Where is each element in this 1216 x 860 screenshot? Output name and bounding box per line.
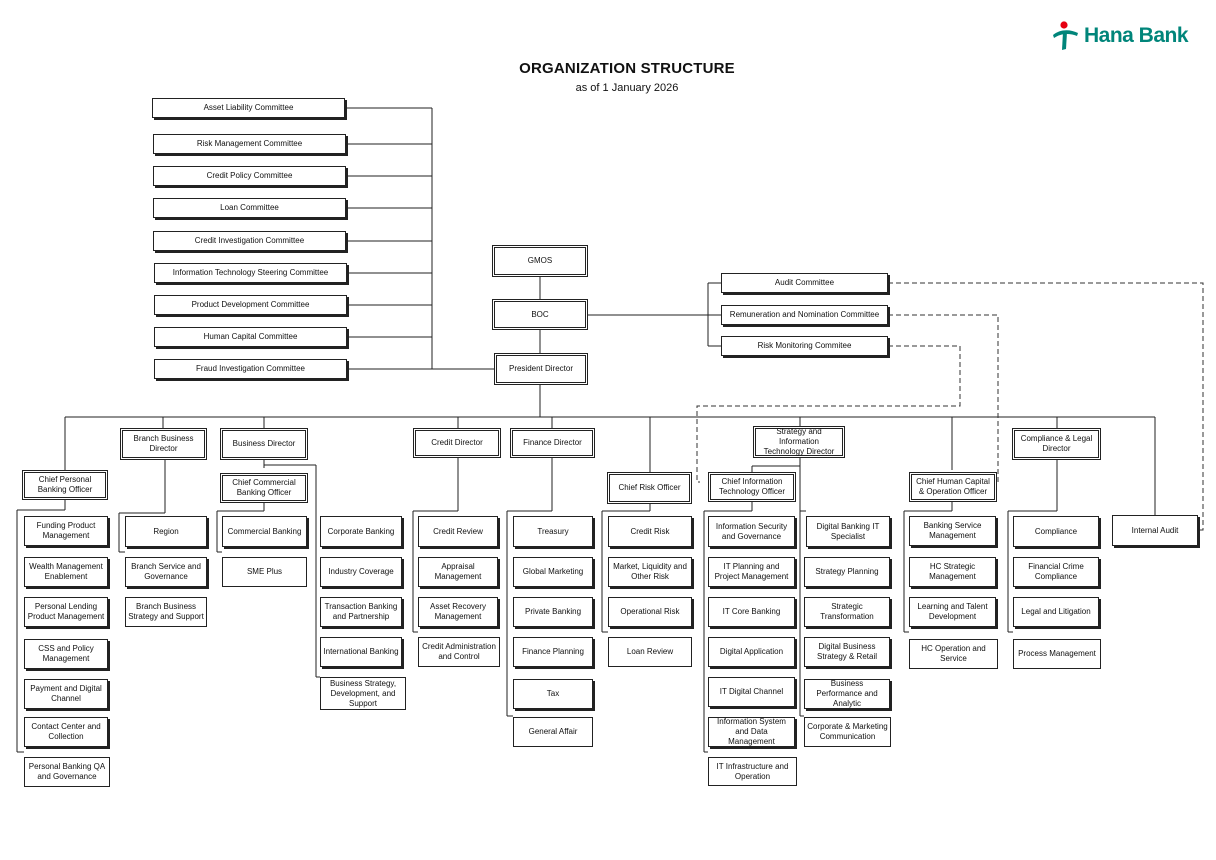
unit-business-performance: Business Performance and Analytic [804, 679, 890, 709]
unit-it-digital-channel: IT Digital Channel [708, 677, 795, 707]
compliance-legal-director: Compliance & Legal Director [1012, 428, 1101, 460]
unit-operational-risk: Operational Risk [608, 597, 692, 627]
chief-risk-officer: Chief Risk Officer [607, 472, 692, 504]
unit-payment-digital: Payment and Digital Channel [24, 679, 108, 709]
unit-compliance: Compliance [1013, 516, 1099, 547]
unit-digital-business-strategy: Digital Business Strategy & Retail [804, 637, 890, 667]
chief-personal-banking-officer: Chief Personal Banking Officer [22, 470, 108, 500]
hana-logo-icon [1053, 21, 1078, 50]
unit-commercial-banking: Commercial Banking [222, 516, 307, 547]
unit-credit-risk: Credit Risk [608, 516, 692, 547]
branch-business-director: Branch Business Director [120, 428, 207, 460]
unit-learning-talent: Learning and Talent Development [909, 597, 996, 627]
committee-asset-liability: Asset Liability Committee [152, 98, 345, 118]
committee-it-steering: Information Technology Steering Committe… [154, 263, 347, 283]
committee-loan: Loan Committee [153, 198, 346, 218]
brand-name: Hana Bank [1084, 24, 1189, 47]
unit-legal-litigation: Legal and Litigation [1013, 597, 1099, 627]
unit-css-policy: CSS and Policy Management [24, 639, 108, 669]
unit-hc-operation: HC Operation and Service [909, 639, 998, 669]
unit-finance-planning: Finance Planning [513, 637, 593, 667]
unit-region: Region [125, 516, 207, 547]
page-title: ORGANIZATION STRUCTURE [519, 60, 735, 77]
unit-industry-coverage: Industry Coverage [320, 557, 402, 587]
unit-strategy-planning: Strategy Planning [804, 557, 890, 587]
unit-information-security: Information Security and Governance [708, 516, 795, 547]
finance-director: Finance Director [510, 428, 595, 458]
unit-credit-review: Credit Review [418, 516, 498, 547]
unit-internal-audit: Internal Audit [1112, 515, 1198, 546]
unit-digital-banking-it: Digital Banking IT Specialist [806, 516, 890, 547]
unit-strategic-transformation: Strategic Transformation [804, 597, 890, 627]
unit-corporate-marketing-communication: Corporate & Marketing Communication [804, 717, 891, 747]
business-director: Business Director [220, 428, 308, 460]
unit-transaction-banking: Transaction Banking and Partnership [320, 597, 402, 627]
unit-it-infrastructure: IT Infrastructure and Operation [708, 757, 797, 786]
unit-it-planning: IT Planning and Project Management [708, 557, 795, 587]
unit-hc-strategic: HC Strategic Management [909, 557, 996, 587]
unit-personal-lending: Personal Lending Product Management [24, 597, 108, 627]
unit-information-system: Information System and Data Management [708, 717, 795, 747]
gmos-box: GMOS [492, 245, 588, 277]
strategy-it-director: Strategy and Information Technology Dire… [753, 426, 845, 458]
chief-it-officer: Chief Information Technology Officer [708, 472, 796, 502]
unit-financial-crime: Financial Crime Compliance [1013, 557, 1099, 587]
unit-branch-strategy: Branch Business Strategy and Support [125, 597, 207, 627]
unit-contact-center: Contact Center and Collection [24, 717, 108, 747]
audit-committee: Audit Committee [721, 273, 888, 293]
unit-process-management: Process Management [1013, 639, 1101, 669]
unit-tax: Tax [513, 679, 593, 709]
unit-funding-product: Funding Product Management [24, 516, 108, 546]
committee-risk-management: Risk Management Committee [153, 134, 346, 154]
hana-bank-logo: Hana Bank [1050, 20, 1189, 52]
committee-product-development: Product Development Committee [154, 295, 347, 315]
committee-credit-investigation: Credit Investigation Committee [153, 231, 346, 251]
credit-director: Credit Director [413, 428, 501, 458]
unit-appraisal-management: Appraisal Management [418, 557, 498, 587]
unit-general-affair: General Affair [513, 717, 593, 747]
committee-credit-policy: Credit Policy Committee [153, 166, 346, 186]
unit-market-liquidity-risk: Market, Liquidity and Other Risk [608, 557, 692, 587]
committee-fraud-investigation: Fraud Investigation Committee [154, 359, 347, 379]
unit-international-banking: International Banking [320, 637, 402, 667]
unit-asset-recovery: Asset Recovery Management [418, 597, 498, 627]
unit-global-marketing: Global Marketing [513, 557, 593, 587]
unit-credit-administration: Credit Administration and Control [418, 637, 500, 667]
unit-personal-banking-qa: Personal Banking QA and Governance [24, 757, 110, 787]
president-director-box: President Director [494, 353, 588, 385]
unit-branch-service: Branch Service and Governance [125, 557, 207, 587]
unit-it-core-banking: IT Core Banking [708, 597, 795, 627]
unit-loan-review: Loan Review [608, 637, 692, 667]
unit-treasury: Treasury [513, 516, 593, 547]
unit-wealth-management: Wealth Management Enablement [24, 557, 108, 587]
unit-digital-application: Digital Application [708, 637, 795, 667]
chief-human-capital-officer: Chief Human Capital & Operation Officer [909, 472, 997, 502]
unit-banking-service: Banking Service Management [909, 516, 996, 546]
remuneration-nomination-committee: Remuneration and Nomination Committee [721, 305, 888, 325]
risk-monitoring-committee: Risk Monitoring Commitee [721, 336, 888, 356]
boc-box: BOC [492, 299, 588, 330]
unit-corporate-banking: Corporate Banking [320, 516, 402, 547]
unit-sme-plus: SME Plus [222, 557, 307, 587]
page-subtitle: as of 1 January 2026 [575, 82, 679, 94]
chief-commercial-banking-officer: Chief Commercial Banking Officer [220, 473, 308, 503]
committee-human-capital: Human Capital Committee [154, 327, 347, 347]
unit-private-banking: Private Banking [513, 597, 593, 627]
unit-business-strategy: Business Strategy, Development, and Supp… [320, 677, 406, 710]
